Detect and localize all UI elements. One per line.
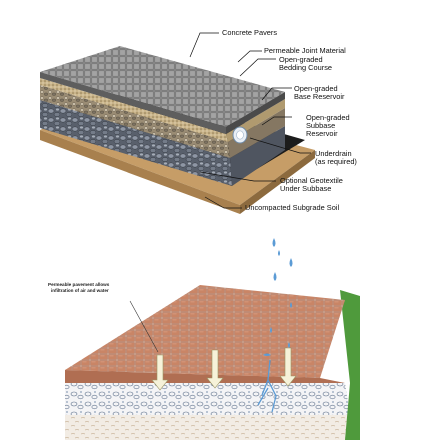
paver-front xyxy=(40,72,226,134)
subgrade-soil-front xyxy=(40,130,240,214)
subgrade-soil-side xyxy=(240,150,315,214)
infiltration-illustration xyxy=(65,238,360,440)
caption-leader xyxy=(129,300,159,353)
label-underdrain-1: Underdrain xyxy=(315,149,352,158)
base-reservoir-front xyxy=(40,85,230,158)
water-drops xyxy=(263,238,293,356)
subbase-side xyxy=(230,126,285,186)
label-bedding-2: Bedding Course xyxy=(279,63,333,72)
soil-band xyxy=(65,415,360,440)
caption-line-2: infiltration of air and water xyxy=(51,288,109,293)
label-base-1: Open-graded xyxy=(294,84,338,93)
label-subbase-1: Open-graded xyxy=(306,113,350,122)
gravel-layer xyxy=(65,383,350,415)
paver-surface xyxy=(40,46,285,127)
label-subbase-3: Reservoir xyxy=(306,129,338,138)
label-concrete-pavers: Concrete Pavers xyxy=(222,28,278,37)
paver-side xyxy=(226,92,285,134)
base-reservoir-side xyxy=(228,108,285,158)
brick-surface xyxy=(65,285,345,378)
leader-lines xyxy=(189,32,311,209)
caption-line-1: Permeable pavement allows xyxy=(48,282,110,287)
label-subbase-2: Subbase xyxy=(306,121,336,130)
label-joint-material: Permeable Joint Material xyxy=(264,46,346,55)
pavement-cross-section xyxy=(40,46,315,214)
underdrain-pipe xyxy=(232,126,248,144)
label-bedding-1: Open-graded xyxy=(279,55,323,64)
label-underdrain-2: (as required) xyxy=(315,157,357,166)
label-geotextile-1: Optional Geotextile xyxy=(280,176,343,185)
bedding-course-front xyxy=(40,78,228,142)
grass-strip xyxy=(340,290,360,440)
water-channel xyxy=(257,359,277,413)
label-base-2: Base Reservoir xyxy=(294,92,345,101)
infiltration-arrows xyxy=(151,347,297,391)
subbase-front xyxy=(40,100,232,186)
brick-edge xyxy=(65,370,345,383)
label-geotextile-2: Under Subbase xyxy=(280,184,332,193)
label-subgrade-soil: Uncompacted Subgrade Soil xyxy=(245,203,340,212)
